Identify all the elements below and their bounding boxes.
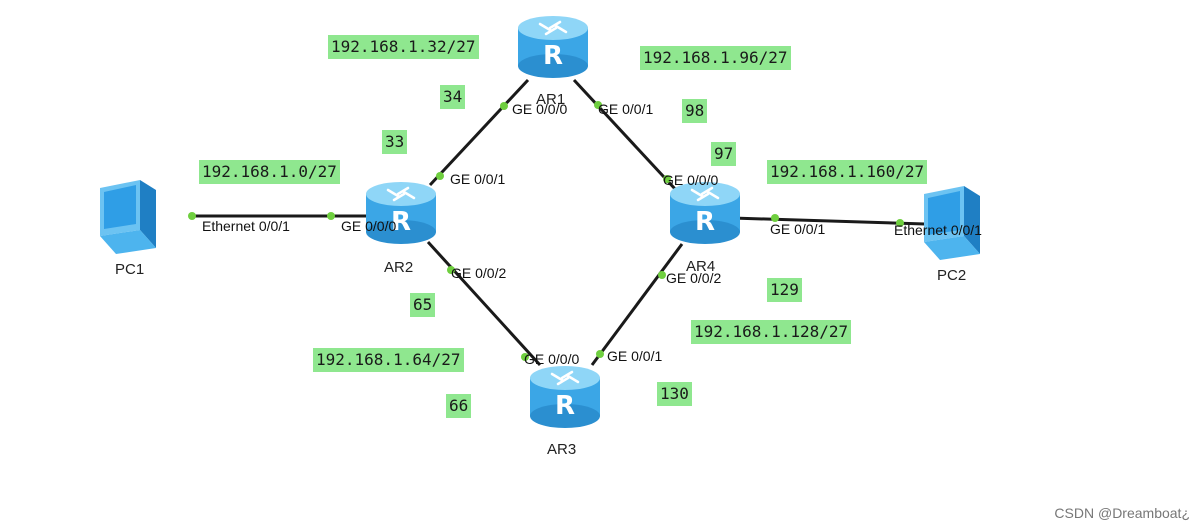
router-icon: R bbox=[518, 16, 588, 78]
router-ar1[interactable]: R bbox=[516, 14, 590, 85]
pc-icon bbox=[924, 186, 980, 260]
port-dot-ar2-g002[interactable] bbox=[447, 266, 455, 274]
subnet-ar1-ar2: 192.168.1.32/27 bbox=[328, 35, 479, 59]
port-label-ar2-g002: GE 0/0/2 bbox=[451, 265, 507, 281]
host-id-ar4-g002: 129 bbox=[767, 278, 802, 302]
svg-text:R: R bbox=[391, 207, 411, 237]
host-id-ar4-g000: 97 bbox=[711, 142, 737, 166]
port-dot-ar4-g000[interactable] bbox=[663, 175, 671, 183]
host-id-ar3-g001: 130 bbox=[657, 382, 692, 406]
router-icon: R bbox=[530, 366, 600, 428]
port-label-ar1-g001: GE 0/0/1 bbox=[598, 101, 654, 117]
host-id-ar3-g000: 66 bbox=[446, 394, 472, 418]
host-id-ar1-g001: 98 bbox=[682, 99, 708, 123]
pc-icon bbox=[100, 180, 156, 254]
port-label-ar2-g001: GE 0/0/1 bbox=[450, 171, 506, 187]
label-ar3: AR3 bbox=[547, 441, 577, 458]
port-label-ar1-g000: GE 0/0/0 bbox=[512, 101, 568, 117]
subnet-ar1-ar4: 192.168.1.96/27 bbox=[640, 46, 791, 70]
port-dot-ar2-g000[interactable] bbox=[327, 212, 335, 220]
link-ar1-ar4[interactable] bbox=[572, 78, 678, 192]
svg-text:R: R bbox=[543, 41, 563, 71]
port-label-ar4-g000: GE 0/0/0 bbox=[663, 172, 719, 188]
subnet-ar4-pc2: 192.168.1.160/27 bbox=[767, 160, 928, 184]
port-label-ar3-g000: GE 0/0/0 bbox=[524, 351, 580, 367]
link-ar3-ar4[interactable] bbox=[590, 243, 684, 366]
port-dot-pc2-eth[interactable] bbox=[896, 219, 904, 227]
label-pc1: PC1 bbox=[115, 261, 145, 278]
subnet-ar2-ar3: 192.168.1.64/27 bbox=[313, 348, 464, 372]
link-ar2-ar3[interactable] bbox=[426, 240, 542, 367]
router-ar4[interactable]: R bbox=[668, 180, 742, 251]
svg-text:R: R bbox=[695, 207, 715, 237]
link-ar4-pc2[interactable] bbox=[731, 216, 926, 226]
host-id-ar1-g000: 34 bbox=[440, 85, 466, 109]
link-ar2-ar1[interactable] bbox=[428, 78, 530, 187]
port-dot-pc1-eth[interactable] bbox=[188, 212, 196, 220]
router-icon: R bbox=[366, 182, 436, 244]
port-label-ar4-g002: GE 0/0/2 bbox=[666, 270, 722, 286]
pc1-device[interactable] bbox=[94, 178, 164, 263]
label-pc2: PC2 bbox=[937, 267, 967, 284]
port-label-pc1-eth: Ethernet 0/0/1 bbox=[202, 218, 290, 234]
watermark: CSDN @Dreamboat¿ bbox=[1054, 505, 1190, 521]
router-ar3[interactable]: R bbox=[528, 364, 602, 435]
port-dot-ar3-g001[interactable] bbox=[596, 350, 604, 358]
svg-text:R: R bbox=[555, 391, 575, 421]
port-dot-ar4-g001[interactable] bbox=[771, 214, 779, 222]
router-ar2[interactable]: R bbox=[364, 180, 438, 251]
port-dot-ar3-g000[interactable] bbox=[521, 353, 529, 361]
port-dot-ar4-g002[interactable] bbox=[658, 271, 666, 279]
subnet-ar3-ar4: 192.168.1.128/27 bbox=[691, 320, 852, 344]
port-dot-ar1-g000[interactable] bbox=[500, 102, 508, 110]
label-ar1: AR1 bbox=[536, 91, 566, 108]
port-label-pc2-eth: Ethernet 0/0/1 bbox=[894, 222, 982, 238]
subnet-pc1-ar2: 192.168.1.0/27 bbox=[199, 160, 340, 184]
port-dot-ar1-g001[interactable] bbox=[594, 101, 602, 109]
host-id-ar2-g001: 33 bbox=[382, 130, 408, 154]
router-icon: R bbox=[670, 182, 740, 244]
port-dot-ar2-g001[interactable] bbox=[436, 172, 444, 180]
port-label-ar4-g001: GE 0/0/1 bbox=[770, 221, 826, 237]
label-ar4: AR4 bbox=[686, 258, 716, 275]
port-label-ar3-g001: GE 0/0/1 bbox=[607, 348, 663, 364]
pc2-device[interactable] bbox=[918, 184, 988, 269]
label-ar2: AR2 bbox=[384, 259, 414, 276]
port-label-ar2-g000: GE 0/0/0 bbox=[341, 218, 397, 234]
host-id-ar2-g002: 65 bbox=[410, 293, 436, 317]
